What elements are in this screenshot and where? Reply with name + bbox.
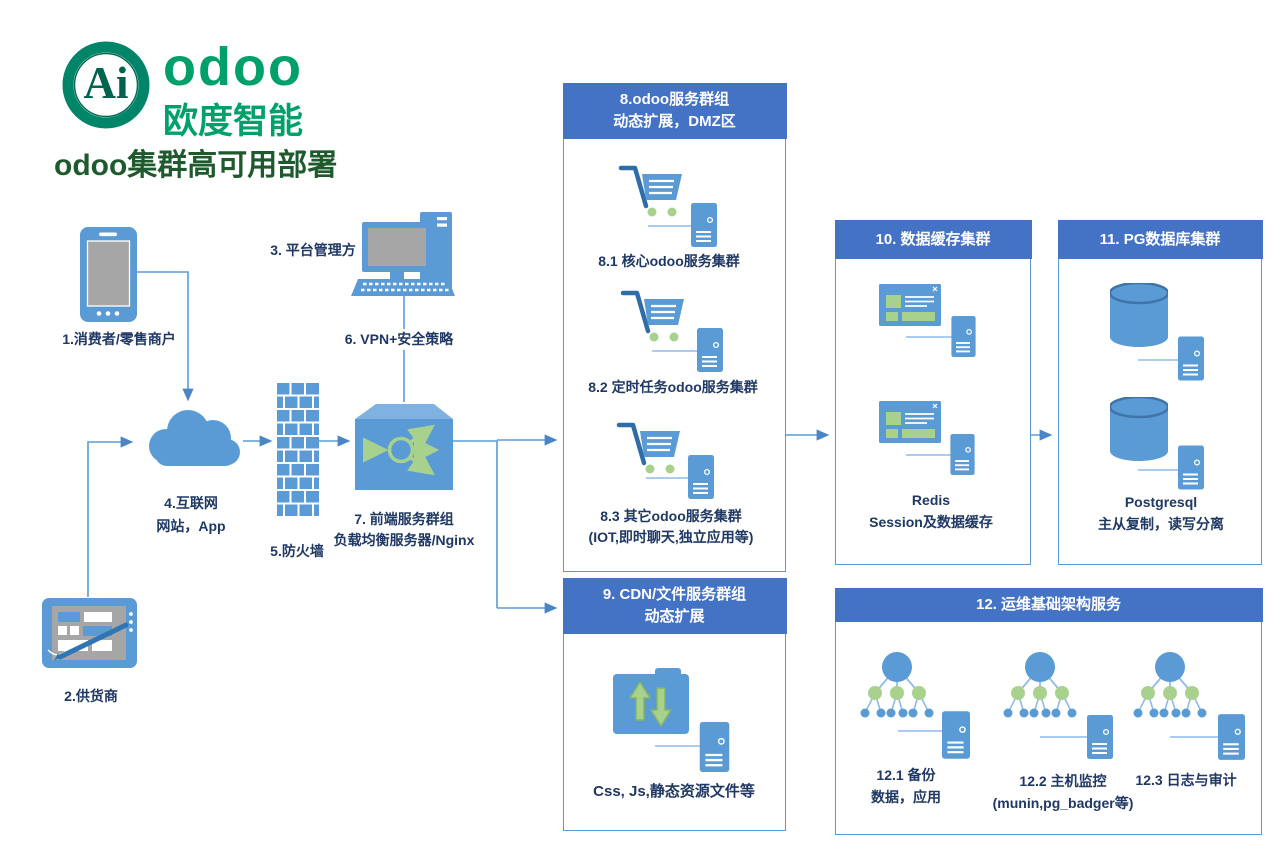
box-odoo-services: 8.odoo服务群组 动态扩展，DMZ区 [562, 82, 787, 572]
label-monitor: 12.2 主机监控 (munin,pg_badger等) [993, 770, 1134, 814]
label-postgresql: Postgresql 主从复制，读写分离 [1098, 491, 1224, 535]
label-supplier: 2.供货商 [64, 688, 118, 704]
box8-header-line2: 动态扩展，DMZ区 [613, 112, 736, 130]
label-redis-line2: Session及数据缓存 [869, 514, 993, 530]
box-cdn-header: 9. CDN/文件服务群组 动态扩展 [562, 577, 787, 634]
label-backup-line1: 12.1 备份 [876, 767, 936, 783]
label-vpn: 6. VPN+安全策略 [339, 329, 459, 350]
label-odoo-cron: 8.2 定时任务odoo服务集群 [588, 379, 758, 395]
label-odoo-core: 8.1 核心odoo服务集群 [598, 253, 740, 269]
label-odoo-other: 8.3 其它odoo服务集群 (IOT,即时聊天,独立应用等) [589, 506, 754, 548]
label-odoo-other-line1: 8.3 其它odoo服务集群 [600, 508, 742, 524]
page-title: odoo集群高可用部署 [54, 149, 338, 182]
box-pg-header: 11. PG数据库集群 [1057, 219, 1263, 259]
label-frontend-line1: 7. 前端服务群组 [354, 511, 454, 527]
label-backup-line2: 数据，应用 [871, 789, 941, 805]
connector-tablet-cloud [87, 436, 134, 597]
label-redis-line1: Redis [911, 492, 951, 508]
label-frontend: 7. 前端服务群组 负载均衡服务器/Nginx [334, 509, 475, 551]
logo-ai-text: Ai [83, 57, 129, 108]
label-internet-line2: 网站，App [156, 518, 226, 534]
box-cache-header: 10. 数据缓存集群 [834, 219, 1032, 259]
label-odoo-other-line2: (IOT,即时聊天,独立应用等) [588, 529, 754, 545]
internet-cloud-icon [149, 410, 240, 466]
box9-header-line2: 动态扩展 [644, 607, 705, 625]
box9-header-line1: 9. CDN/文件服务群组 [602, 585, 747, 603]
label-redis: Redis Session及数据缓存 [869, 489, 993, 533]
load-balancer-icon [355, 404, 453, 490]
box8-header-line1: 8.odoo服务群组 [619, 90, 730, 108]
label-monitor-line2: (munin,pg_badger等) [992, 795, 1134, 811]
firewall-icon [277, 383, 319, 516]
label-backup: 12.1 备份 数据，应用 [871, 764, 941, 808]
desktop-computer-icon [351, 212, 455, 296]
brand-cn: 欧度智能 [163, 102, 304, 141]
tablet-icon [42, 598, 137, 668]
label-audit: 12.3 日志与审计 [1135, 772, 1237, 788]
box-cache: 10. 数据缓存集群 [834, 219, 1032, 565]
label-firewall: 5.防火墙 [270, 543, 324, 559]
label-postgresql-line2: 主从复制，读写分离 [1098, 516, 1224, 532]
box-ops-header: 12. 运维基础架构服务 [834, 587, 1263, 622]
label-frontend-line2: 负载均衡服务器/Nginx [333, 532, 475, 548]
label-internet-line1: 4.互联网 [164, 495, 218, 511]
brand-odoo: odoo [163, 37, 303, 97]
smartphone-icon [80, 227, 137, 322]
label-postgresql-line1: Postgresql [1124, 494, 1198, 510]
label-monitor-line1: 12.2 主机监控 [1019, 773, 1107, 789]
label-internet: 4.互联网 网站，App [156, 492, 225, 538]
box-pg: 11. PG数据库集群 [1057, 219, 1263, 565]
label-platform-admin: 3. 平台管理方 [270, 242, 356, 258]
box-cdn: 9. CDN/文件服务群组 动态扩展 [562, 577, 787, 831]
label-cdn-files: Css, Js,静态资源文件等 [593, 783, 755, 800]
box-odoo-services-header: 8.odoo服务群组 动态扩展，DMZ区 [562, 82, 787, 139]
label-consumer: 1.消费者/零售商户 [62, 331, 176, 347]
